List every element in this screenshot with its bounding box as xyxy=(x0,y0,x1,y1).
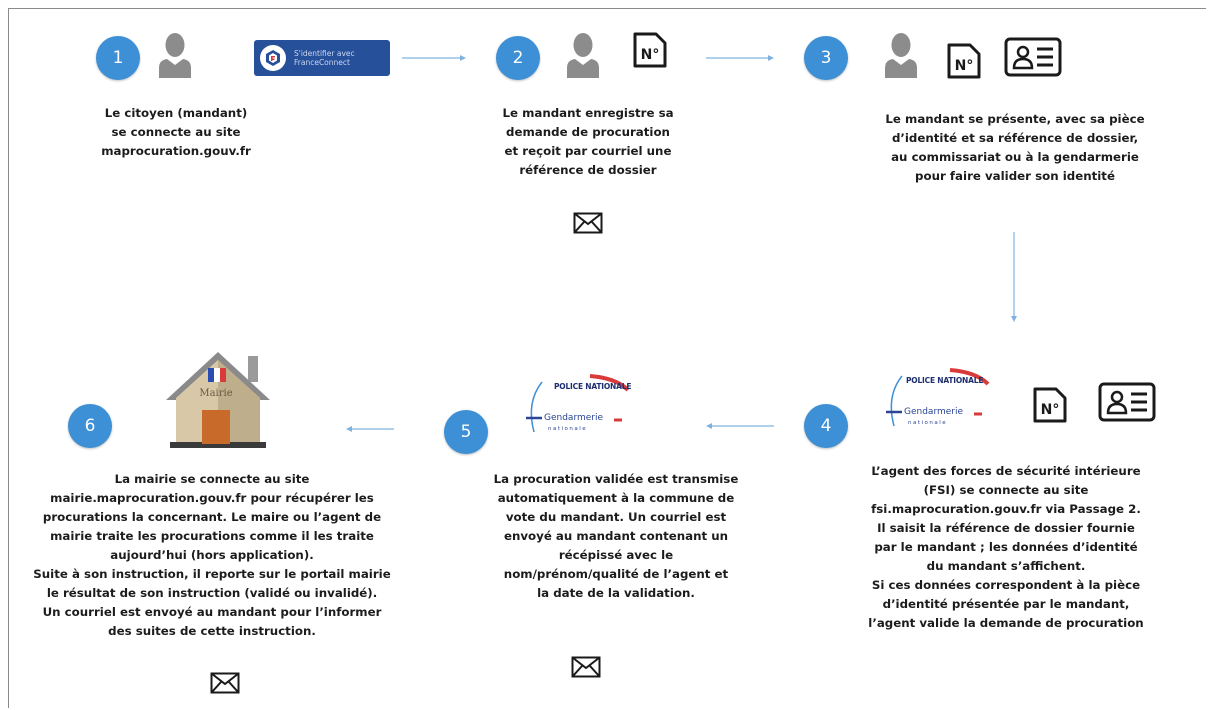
step-4-line: Si ces données correspondent à la pièce xyxy=(871,578,1141,592)
step-6-line: Suite à son instruction, il reporte sur … xyxy=(33,567,391,581)
step-5-line: envoyé au mandant contenant un xyxy=(503,529,729,543)
town-hall-icon: Mairie xyxy=(166,352,270,448)
mail-icon xyxy=(210,672,240,694)
user-icon xyxy=(567,33,599,78)
step-4-line: L’agent des forces de sécurité intérieur… xyxy=(871,464,1141,478)
step-6-number: 6 xyxy=(68,404,112,448)
step-6-line: La mairie se connecte au site xyxy=(114,472,310,486)
franceconnect-line-2: FranceConnect xyxy=(294,58,350,67)
step-6-line: aujourd’hui (hors application). xyxy=(110,548,314,562)
diagram-frame xyxy=(8,8,1206,708)
step-4-line: Il saisit la référence de dossier fourni… xyxy=(877,521,1135,535)
step-1-line: maprocuration.gouv.fr xyxy=(101,144,251,158)
user-icon xyxy=(885,33,917,78)
step-2-line: référence de dossier xyxy=(519,163,657,177)
mail-icon xyxy=(571,656,601,678)
step-2-line: Le mandant enregistre sa xyxy=(502,106,674,120)
police-nationale-label: POLICE NATIONALE xyxy=(906,376,984,385)
step-6-line: Un courriel est envoyé au mandant pour l… xyxy=(42,605,382,619)
step-2-description: Le mandant enregistre sa demande de proc… xyxy=(502,104,673,180)
gendarmerie-label: Gendarmerie xyxy=(544,413,604,423)
police-gendarmerie-logo: POLICE NATIONALE Gendarmerie nationale xyxy=(880,362,1030,432)
police-swoosh-icon xyxy=(526,374,630,433)
step-5-line: automatiquement à la commune de xyxy=(497,491,735,505)
step-4-number: 4 xyxy=(804,404,848,448)
gendarmerie-sub-label: nationale xyxy=(548,426,588,432)
document-number-icon: N° xyxy=(633,32,667,68)
step-3-line: Le mandant se présente, avec sa pièce xyxy=(885,112,1145,126)
step-5-line: récépissé avec le xyxy=(558,548,674,562)
gendarmerie-sub-label: nationale xyxy=(908,420,948,426)
arrow-right-icon xyxy=(402,55,466,61)
document-number-label: N° xyxy=(955,58,974,74)
id-card-icon xyxy=(1004,37,1062,77)
document-number-icon: N° xyxy=(1033,387,1067,423)
step-4-line: par le mandant ; les données d’identité xyxy=(874,540,1138,554)
document-number-label: N° xyxy=(641,47,660,63)
user-icon xyxy=(159,33,191,78)
franceconnect-line-1: S'identifier avec xyxy=(294,49,355,58)
mairie-sign-label: Mairie xyxy=(199,388,232,399)
step-5-description: La procuration validée est transmise aut… xyxy=(494,470,739,603)
step-1-line: Le citoyen (mandant) xyxy=(104,106,248,120)
gendarmerie-label: Gendarmerie xyxy=(904,407,964,417)
step-4-line: fsi.maprocuration.gouv.fr via Passage 2. xyxy=(871,502,1141,516)
step-5-line: vote du mandant. Un courriel est xyxy=(505,510,727,524)
step-4-line: l’agent valide la demande de procuration xyxy=(868,616,1144,630)
id-card-icon xyxy=(1098,382,1156,422)
step-1-line: se connecte au site xyxy=(111,125,241,139)
police-swoosh-icon xyxy=(886,368,990,427)
step-6-description: La mairie se connecte au site mairie.map… xyxy=(33,470,390,641)
step-3-line: d’identité et sa référence de dossier, xyxy=(891,131,1139,145)
franceconnect-button: S'identifier avec FranceConnect xyxy=(254,40,390,76)
document-number-label: N° xyxy=(1041,402,1060,418)
mail-icon xyxy=(573,212,603,234)
step-5-line: La procuration validée est transmise xyxy=(493,472,739,486)
step-6-line: procurations la concernant. Le maire ou … xyxy=(42,510,382,524)
arrow-left-icon xyxy=(706,423,774,429)
step-5-number: 5 xyxy=(444,410,488,454)
step-5-line: nom/prénom/qualité de l’agent et xyxy=(503,567,729,581)
arrow-right-icon xyxy=(706,55,774,61)
step-4-description: L’agent des forces de sécurité intérieur… xyxy=(868,462,1143,633)
arrow-left-icon xyxy=(346,426,394,432)
step-4-line: d’identité présentée par le mandant, xyxy=(882,597,1130,611)
document-number-icon: N° xyxy=(947,43,981,79)
police-nationale-label: POLICE NATIONALE xyxy=(554,382,632,391)
step-2-line: et reçoit par courriel une xyxy=(504,144,672,158)
franceconnect-logo-icon xyxy=(260,45,286,71)
step-3-line: pour faire valider son identité xyxy=(915,169,1115,183)
step-6-line: le résultat de son instruction (validé o… xyxy=(46,586,378,600)
step-4-line: (FSI) se connecte au site xyxy=(923,483,1089,497)
step-6-line: mairie.maprocuration.gouv.fr pour récupé… xyxy=(50,491,374,505)
step-3-description: Le mandant se présente, avec sa pièce d’… xyxy=(885,110,1144,186)
police-gendarmerie-logo: POLICE NATIONALE Gendarmerie nationale xyxy=(520,368,670,438)
step-6-line: des suites de cette instruction. xyxy=(108,624,316,638)
step-2-line: demande de procuration xyxy=(506,125,670,139)
step-5-line: la date de la validation. xyxy=(537,586,695,600)
arrow-down-icon xyxy=(1011,232,1017,322)
step-3-line: au commissariat ou à la gendarmerie xyxy=(891,150,1139,164)
step-1-number: 1 xyxy=(96,36,140,80)
step-6-line: mairie traite les procurations comme il … xyxy=(50,529,374,543)
step-3-number: 3 xyxy=(804,36,848,80)
step-2-number: 2 xyxy=(496,36,540,80)
step-4-line: du mandant s’affichent. xyxy=(926,559,1086,573)
step-1-description: Le citoyen (mandant) se connecte au site… xyxy=(101,104,251,161)
